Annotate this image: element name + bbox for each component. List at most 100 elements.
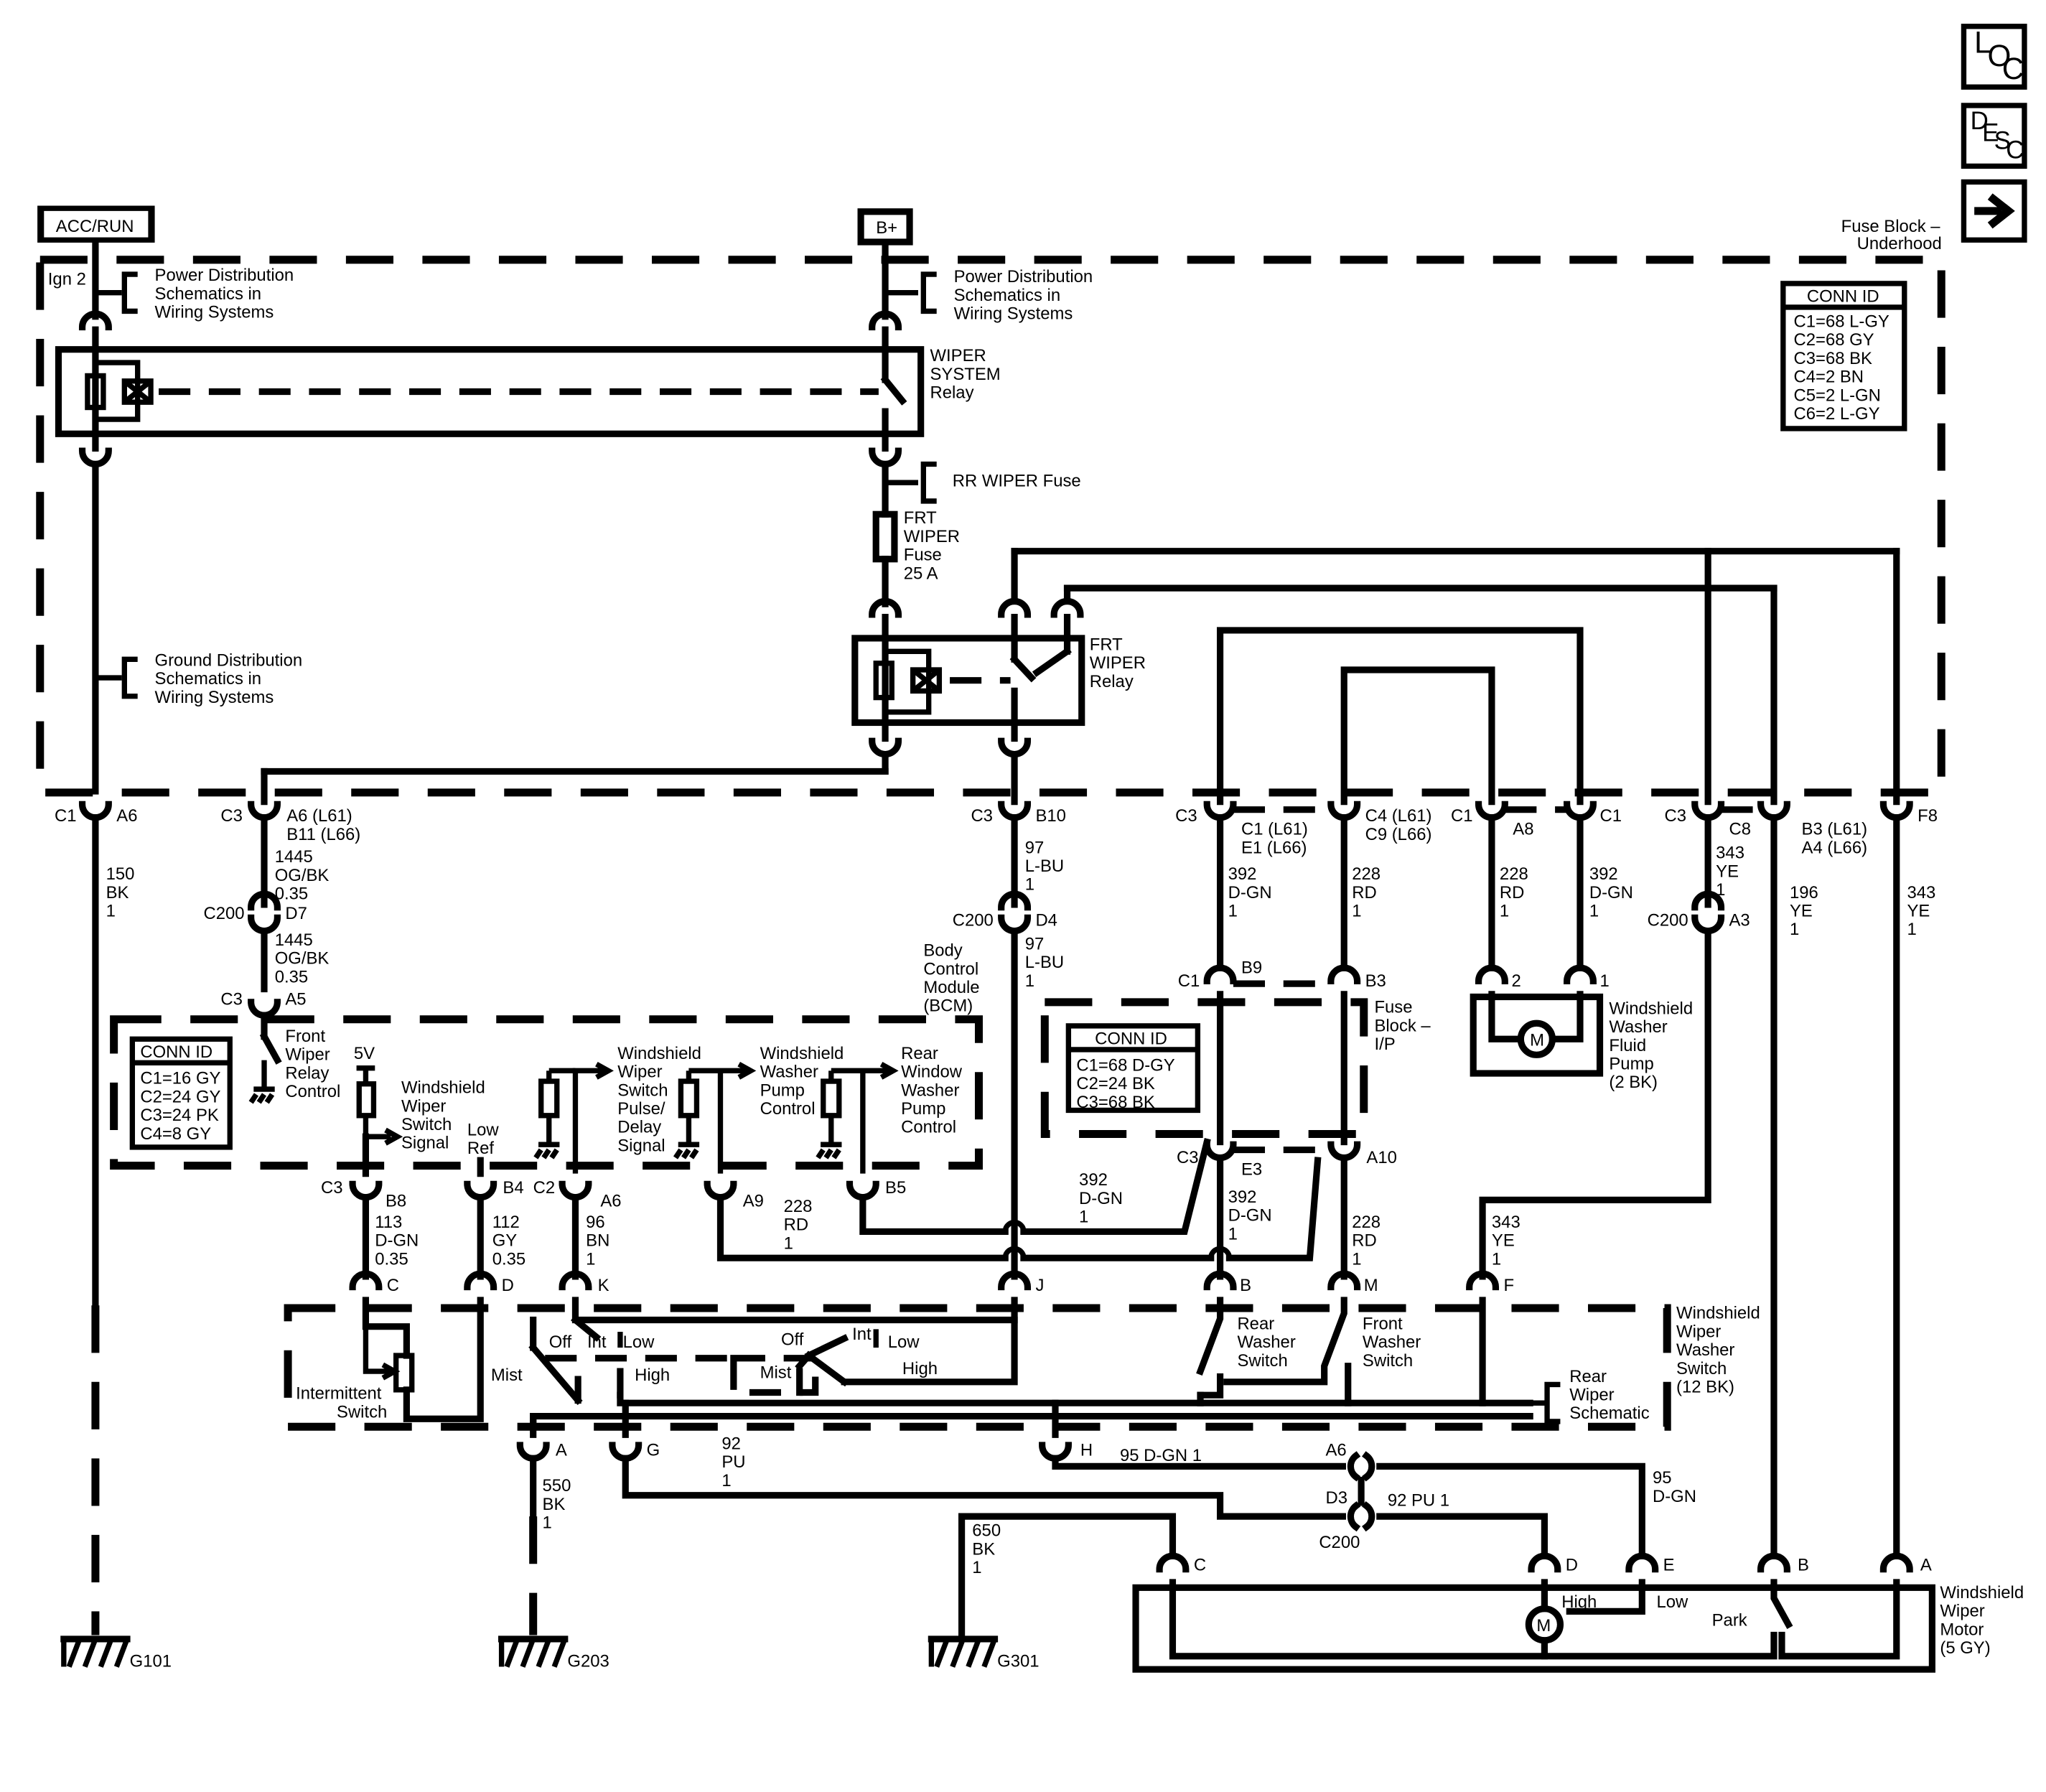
svg-text:Windshield: Windshield bbox=[617, 1044, 701, 1063]
svg-text:C1: C1 bbox=[1178, 971, 1200, 991]
svg-text:C3: C3 bbox=[1177, 1148, 1199, 1167]
svg-text:Rear: Rear bbox=[1569, 1367, 1607, 1386]
intermittent-switch-label: Intermittent Switch bbox=[296, 1384, 387, 1422]
svg-text:Underhood: Underhood bbox=[1857, 234, 1942, 253]
svg-text:C1: C1 bbox=[1600, 806, 1622, 826]
svg-text:Int: Int bbox=[587, 1333, 607, 1352]
desc-letter-c: C bbox=[2006, 136, 2024, 164]
svg-text:Int: Int bbox=[852, 1325, 872, 1344]
svg-text:A: A bbox=[556, 1441, 567, 1460]
loc-letter-c: C bbox=[2002, 52, 2024, 85]
svg-text:Pump: Pump bbox=[901, 1099, 945, 1119]
svg-text:Switch: Switch bbox=[337, 1402, 387, 1422]
svg-text:B3 (L61): B3 (L61) bbox=[1802, 820, 1868, 839]
svg-text:C3: C3 bbox=[220, 806, 243, 826]
svg-text:Fuse Block –: Fuse Block – bbox=[1841, 217, 1941, 236]
svg-text:2: 2 bbox=[1511, 971, 1521, 991]
svg-text:1: 1 bbox=[1589, 901, 1599, 920]
desc-letter-s: S bbox=[1994, 127, 2011, 155]
svg-text:1445: 1445 bbox=[275, 847, 313, 867]
svg-text:Switch: Switch bbox=[401, 1115, 452, 1134]
svg-text:Wiper: Wiper bbox=[1676, 1322, 1721, 1341]
svg-text:M: M bbox=[1364, 1276, 1378, 1295]
svg-text:D-GN: D-GN bbox=[375, 1231, 419, 1251]
svg-text:96: 96 bbox=[586, 1213, 605, 1232]
svg-text:(12 BK): (12 BK) bbox=[1676, 1377, 1734, 1396]
svg-text:550: 550 bbox=[543, 1476, 571, 1495]
frt-wiper-relay bbox=[851, 635, 1085, 727]
svg-text:Front: Front bbox=[1363, 1314, 1403, 1333]
ground-g203-icon bbox=[498, 1635, 569, 1668]
next-page-button[interactable] bbox=[1961, 179, 2027, 243]
svg-text:YE: YE bbox=[1790, 901, 1813, 920]
svg-text:C9 (L66): C9 (L66) bbox=[1365, 825, 1432, 844]
bcm-title: Body Control Module (BCM) bbox=[923, 941, 979, 1016]
svg-text:Fluid: Fluid bbox=[1609, 1036, 1646, 1055]
svg-text:D-GN: D-GN bbox=[1228, 883, 1272, 902]
svg-text:Pump: Pump bbox=[1609, 1055, 1653, 1074]
svg-text:113: 113 bbox=[375, 1213, 402, 1232]
connector-labels-row1: C1 A6 C3 A6 (L61) B11 (L66) C3 B10 C3 C1… bbox=[55, 806, 1938, 857]
conn-id-underhood: CONN ID C1=68 L-GY C2=68 GY C3=68 BK C4=… bbox=[1780, 281, 1907, 431]
svg-text:C: C bbox=[1194, 1555, 1206, 1574]
svg-text:Schematics in: Schematics in bbox=[954, 286, 1061, 305]
arrow-right-icon bbox=[1974, 193, 2015, 229]
washer-pump-control-label: Windshield Washer Pump Control bbox=[760, 1044, 844, 1119]
desc-letter-e: E bbox=[1982, 119, 1999, 147]
svg-text:Wiper: Wiper bbox=[401, 1096, 446, 1116]
svg-text:Schematic: Schematic bbox=[1569, 1404, 1649, 1423]
svg-text:High: High bbox=[1561, 1592, 1597, 1612]
ign2-label: Ign 2 bbox=[48, 270, 86, 289]
loc-letter-l: L bbox=[1974, 25, 1991, 59]
svg-text:Motor: Motor bbox=[1940, 1620, 1984, 1639]
svg-text:High: High bbox=[902, 1359, 938, 1378]
svg-text:F8: F8 bbox=[1917, 806, 1938, 826]
svg-text:95 D-GN 1: 95 D-GN 1 bbox=[1120, 1446, 1202, 1465]
svg-text:Control: Control bbox=[901, 1118, 956, 1137]
svg-text:Wiring Systems: Wiring Systems bbox=[155, 688, 274, 707]
svg-text:WIPER: WIPER bbox=[930, 346, 986, 365]
svg-text:C1: C1 bbox=[1451, 806, 1472, 826]
svg-text:Delay: Delay bbox=[617, 1118, 661, 1137]
svg-text:C4=8 GY: C4=8 GY bbox=[140, 1124, 211, 1144]
svg-text:Windshield: Windshield bbox=[1676, 1304, 1760, 1323]
svg-text:Wiring Systems: Wiring Systems bbox=[155, 303, 274, 322]
svg-text:C2=24 GY: C2=24 GY bbox=[140, 1087, 220, 1106]
svg-text:Washer: Washer bbox=[1676, 1340, 1734, 1360]
svg-text:A: A bbox=[1920, 1555, 1932, 1574]
conn-id-bcm: CONN ID C1=16 GY C2=24 GY C3=24 PK C4=8 … bbox=[129, 1036, 233, 1150]
svg-text:B: B bbox=[1240, 1276, 1251, 1295]
loc-letter-o: O bbox=[1988, 39, 2012, 73]
svg-text:PU: PU bbox=[721, 1452, 745, 1472]
fuse-block-ip-title: Fuse Block – I/P bbox=[1374, 998, 1431, 1054]
svg-text:Body: Body bbox=[923, 941, 962, 961]
svg-text:150: 150 bbox=[106, 864, 135, 884]
ground-g301-label: G301 bbox=[997, 1652, 1039, 1671]
svg-text:228: 228 bbox=[784, 1197, 813, 1216]
svg-text:SYSTEM: SYSTEM bbox=[930, 365, 1001, 384]
svg-text:A9: A9 bbox=[743, 1192, 764, 1211]
svg-text:Switch: Switch bbox=[1676, 1359, 1727, 1378]
svg-text:Rear: Rear bbox=[1237, 1314, 1274, 1333]
svg-text:Rear: Rear bbox=[901, 1044, 938, 1063]
svg-text:0.35: 0.35 bbox=[492, 1249, 525, 1269]
b-plus-label: B+ bbox=[876, 218, 897, 238]
desc-button[interactable]: D E S C bbox=[1961, 103, 2027, 169]
svg-text:B5: B5 bbox=[885, 1178, 906, 1198]
bcm-outline bbox=[110, 1015, 983, 1170]
gds-ref: Ground Distribution bbox=[155, 651, 303, 671]
svg-text:FRT: FRT bbox=[1090, 635, 1123, 654]
svg-text:Signal: Signal bbox=[401, 1134, 449, 1153]
svg-text:Switch: Switch bbox=[1237, 1351, 1287, 1371]
svg-text:C2=68 GY: C2=68 GY bbox=[1794, 330, 1874, 350]
svg-text:C2=24 BK: C2=24 BK bbox=[1076, 1074, 1155, 1093]
switch-title: Windshield Wiper Washer Switch (12 BK) bbox=[1676, 1304, 1760, 1397]
svg-text:C3=68 BK: C3=68 BK bbox=[1794, 349, 1873, 368]
svg-text:E3: E3 bbox=[1241, 1159, 1262, 1179]
svg-text:392: 392 bbox=[1589, 864, 1618, 884]
svg-text:1: 1 bbox=[1352, 901, 1361, 920]
loc-button[interactable]: L O C bbox=[1961, 24, 2027, 90]
svg-text:Pump: Pump bbox=[760, 1081, 805, 1100]
svg-text:Windshield: Windshield bbox=[401, 1078, 485, 1098]
svg-text:RD: RD bbox=[1500, 883, 1524, 902]
